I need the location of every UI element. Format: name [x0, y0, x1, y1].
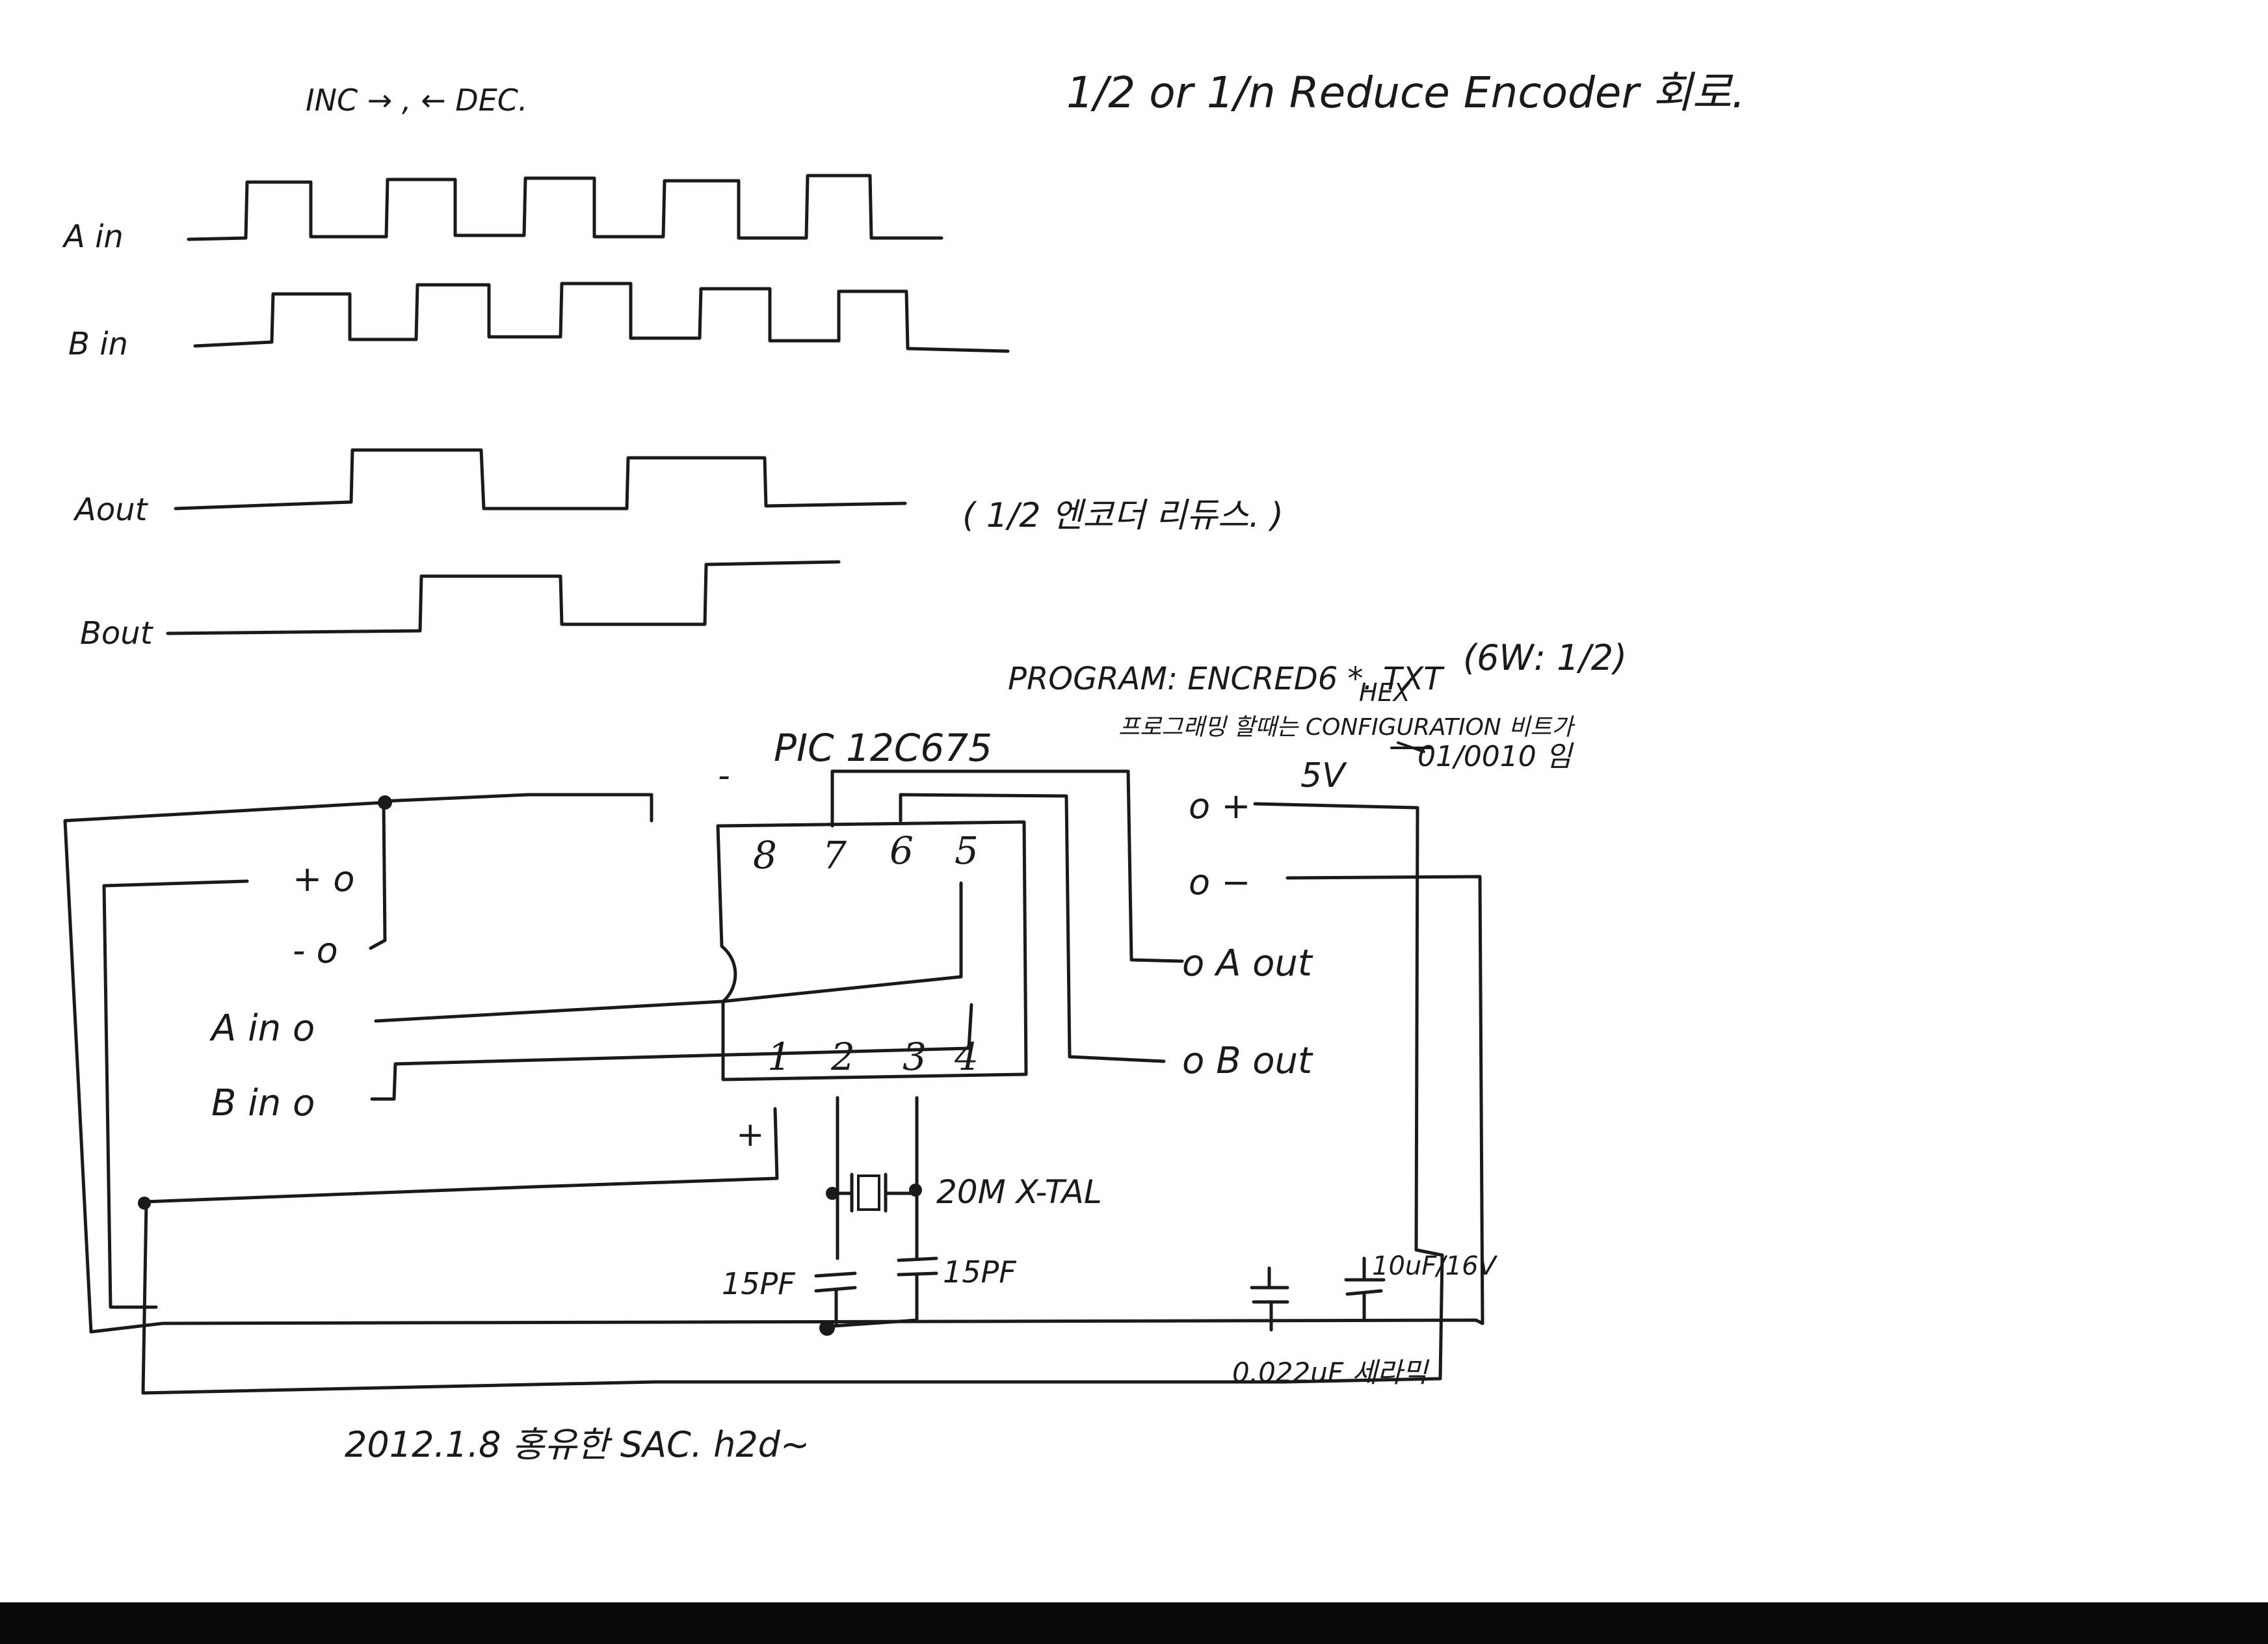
capacitor-c4-plates: [1250, 1266, 1289, 1332]
config-bits: 01/0010 임: [1418, 740, 1574, 773]
chip-plus-mark: +: [736, 1115, 765, 1154]
crystal-body: [857, 1174, 880, 1211]
junction-dot-left: [138, 1197, 151, 1210]
waveform-b-out: [166, 560, 841, 635]
chip-pin-8: 8: [753, 833, 777, 877]
crystal-leads: [830, 1173, 917, 1213]
wire-b-out: [899, 793, 1166, 1063]
junction-dot-plus: [378, 795, 392, 810]
capacitor-c1-label: 15PF: [722, 1266, 795, 1301]
crystal: 20M X-TAL: [830, 1173, 1102, 1213]
junction-dot-caps: [819, 1320, 835, 1336]
wire-b-in: [370, 1003, 973, 1101]
reduce-note: ( 1/2 엔코더 리듀스. ): [962, 496, 1284, 535]
capacitor-c4-label: 0.022uF 세라믹: [1232, 1357, 1430, 1388]
timing-label-b-in: B in: [68, 326, 128, 362]
page-title: 1/2 or 1/n Reduce Encoder 회로.: [1066, 68, 1745, 118]
chip-pin-7: 7: [823, 833, 847, 877]
left-terminal-a-in: A in o: [209, 1007, 315, 1050]
capacitor-c4: 0.022uF 세라믹: [1232, 1266, 1430, 1388]
right-terminal-minus: o −: [1189, 862, 1250, 903]
wire-a-out: [830, 769, 1184, 963]
chip-pin-4: 4: [954, 1035, 979, 1079]
scan-border: [0, 1602, 2268, 1644]
crystal-label: 20M X-TAL: [936, 1173, 1102, 1211]
wire-left-inner: [102, 879, 249, 1309]
capacitor-c3: 10uF/16V: [1344, 1251, 1498, 1322]
chip-pin-3: 3: [903, 1035, 927, 1079]
config-note: 프로그래밍 할때는 CONFIGURATION 비트가: [1118, 714, 1576, 741]
right-terminal-plus: o +: [1189, 786, 1250, 827]
timing-label-b-out: Bout: [80, 615, 154, 652]
direction-note: INC → , ← DEC.: [306, 83, 528, 118]
capacitor-c2: 15PF: [897, 1254, 1016, 1322]
capacitor-c1: 15PF: [722, 1266, 857, 1326]
chip-pin-6: 6: [890, 829, 914, 873]
capacitor-c3-label: 10uF/16V: [1372, 1251, 1498, 1281]
wire-a-in: [374, 881, 963, 1023]
wire-caps-ground: [823, 1318, 919, 1329]
program-hex: HEX: [1359, 678, 1411, 707]
chip-minus-mark: -: [718, 756, 730, 795]
capacitor-c3-plates: [1344, 1256, 1386, 1322]
wire-plus-rail: [382, 793, 653, 823]
waveform-a-in: [187, 174, 943, 241]
timing-label-a-out: Aout: [73, 492, 149, 528]
wire-minus-terminal: [369, 799, 387, 950]
chip-name: PIC 12C675: [774, 726, 992, 770]
waveform-b-in: [193, 282, 1010, 353]
right-terminal-a-out: o A out: [1182, 942, 1313, 985]
capacitor-c2-label: 15PF: [943, 1254, 1016, 1290]
supply-label: 5V: [1300, 756, 1347, 795]
left-terminal-b-in: B in o: [211, 1082, 315, 1124]
chip-pin-2: 2: [830, 1035, 855, 1079]
program-line: PROGRAM: ENCRED6 *. TXT: [1008, 661, 1445, 697]
wire-outer-loop: [63, 801, 1484, 1334]
program-mode: (6W: 1/2): [1463, 637, 1627, 678]
strike-mark: [1390, 741, 1432, 753]
left-terminal-plus: + o: [293, 858, 354, 899]
chip-body: [716, 820, 1028, 1081]
wire-return: [141, 802, 1444, 1395]
signature: 2012.1.8 홍유한 SAC. h2d~: [345, 1424, 810, 1465]
capacitor-c2-plates: [897, 1256, 938, 1322]
timing-label-a-in: A in: [62, 219, 124, 255]
chip-pin-5: 5: [955, 829, 979, 873]
waveform-a-out: [174, 448, 907, 510]
capacitor-c1-plates: [814, 1271, 857, 1326]
left-terminal-minus: - o: [293, 930, 338, 971]
right-terminal-b-out: o B out: [1182, 1040, 1313, 1082]
wire-plus-to-chip: [142, 1107, 779, 1204]
chip-pin-1: 1: [767, 1035, 791, 1079]
